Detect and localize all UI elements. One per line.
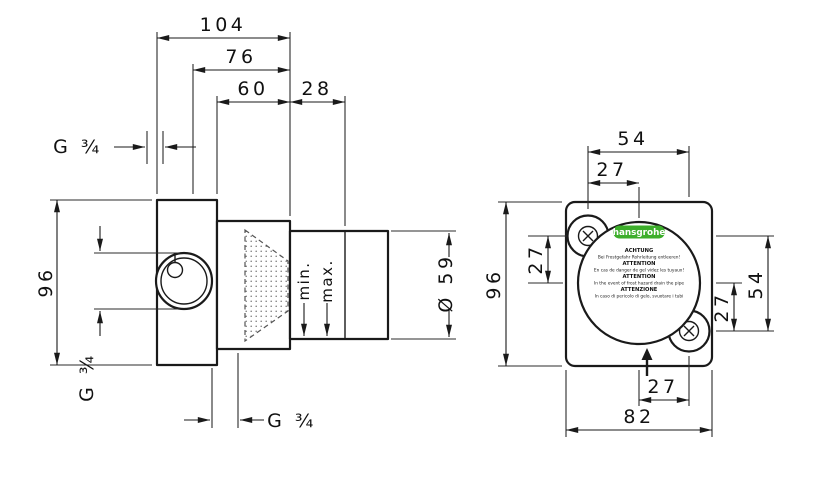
warning-text-de: Bei Frostgefahr Rohrleitung entleeren! [598, 255, 681, 261]
dim-body-width-label: 82 [623, 406, 654, 428]
side-view: 104 76 60 28 96 G ¾ G ¾ G ¾ Ø 59 min. ma… [35, 14, 457, 432]
dim-depth-inner-label: 60 [237, 78, 268, 100]
min-depth-label: min. [295, 261, 313, 300]
dim-depth-overall-label: 104 [200, 14, 247, 36]
thread-top-label: G ¾ [53, 136, 103, 158]
dim-body-height-label: 96 [483, 268, 505, 299]
dim-depth-sleeve-label: 28 [301, 78, 332, 100]
side-view-dimension-lines [54, 35, 452, 423]
dim-screw-offset-left-label: 27 [525, 243, 547, 274]
dim-screw-offset-right-label: 27 [711, 291, 733, 322]
brand-badge [613, 225, 665, 239]
thread-bottom-label: G ¾ [267, 410, 317, 432]
dim-screw-span-v-label: 54 [745, 268, 767, 299]
dim-screw-offset-h-label: 27 [596, 159, 627, 181]
front-view: hansgrohe ACHTUNG Bei Frostgefahr Rohrle… [483, 128, 774, 437]
dim-screw-span-h-label: 54 [617, 128, 648, 150]
side-view-extension-lines [50, 32, 456, 428]
cap-label: hansgrohe ACHTUNG Bei Frostgefahr Rohrle… [594, 225, 684, 300]
flow-direction-arrow-icon [641, 348, 653, 376]
front-view-dimension-lines [503, 149, 771, 433]
warning-heading-de: ACHTUNG [625, 248, 654, 254]
brand-wordmark: hansgrohe [613, 228, 666, 238]
screw-head-circle [577, 225, 599, 247]
screw-cross-icon [582, 230, 594, 242]
dim-height-label: 96 [35, 266, 57, 297]
warning-text-en: In the event of frost hazard drain the p… [594, 281, 684, 287]
side-port-circle [154, 251, 214, 311]
screw-head-circle [678, 320, 700, 342]
max-depth-label: max. [318, 259, 336, 302]
hidden-cone-hatch [244, 228, 289, 343]
thread-side-label: G ¾ [76, 352, 98, 402]
warning-heading-fr: ATTENTION [623, 261, 656, 267]
side-port [154, 251, 214, 311]
warning-text-fr: En cas de danger de gel videz les tuyaux… [594, 268, 684, 274]
screw-cross-icon [683, 325, 695, 337]
plaster-sleeve [288, 229, 390, 341]
dim-depth-mid-label: 76 [225, 46, 256, 68]
sleeve-diameter-label: Ø 59 [435, 253, 457, 312]
warning-heading-it: ATTENZIONE [621, 287, 658, 293]
dim-screw-offset-bottom-label: 27 [647, 376, 678, 398]
warning-heading-en: ATTENTION [623, 274, 656, 280]
warning-text-it: In caso di pericolo di gelo, svuotare i … [595, 294, 684, 300]
side-port-inner-ring [160, 257, 208, 305]
protection-cap-circle [576, 220, 702, 346]
